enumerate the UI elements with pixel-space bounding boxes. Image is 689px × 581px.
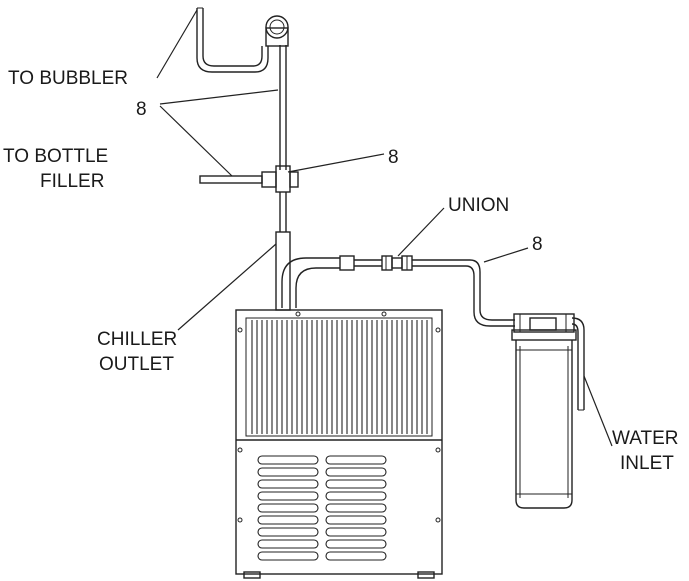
label-to-bubbler: TO BUBBLER <box>8 68 128 89</box>
label-water-line1: WATER <box>612 428 679 449</box>
label-water-line2: INLET <box>620 453 674 474</box>
label-to-bottle-line1: TO BOTTLE <box>3 146 108 167</box>
label-union: UNION <box>448 195 509 216</box>
chiller-cabinet <box>235 309 443 579</box>
condenser-fins <box>251 320 428 434</box>
bubbler-tubing <box>196 7 289 170</box>
callout-8-inlet: 8 <box>532 234 543 255</box>
leader-lines <box>156 9 613 447</box>
label-to-bottle-line2: FILLER <box>40 171 104 192</box>
callout-8-bubbler: 8 <box>136 99 147 120</box>
water-filter <box>511 313 585 509</box>
bottle-filler-tee <box>199 165 299 232</box>
callout-8-tee: 8 <box>388 147 399 168</box>
label-chiller-line2: OUTLET <box>99 354 174 375</box>
label-chiller-line1: CHILLER <box>97 329 177 350</box>
inlet-tubing <box>281 255 515 327</box>
louvre-vents <box>257 455 387 561</box>
